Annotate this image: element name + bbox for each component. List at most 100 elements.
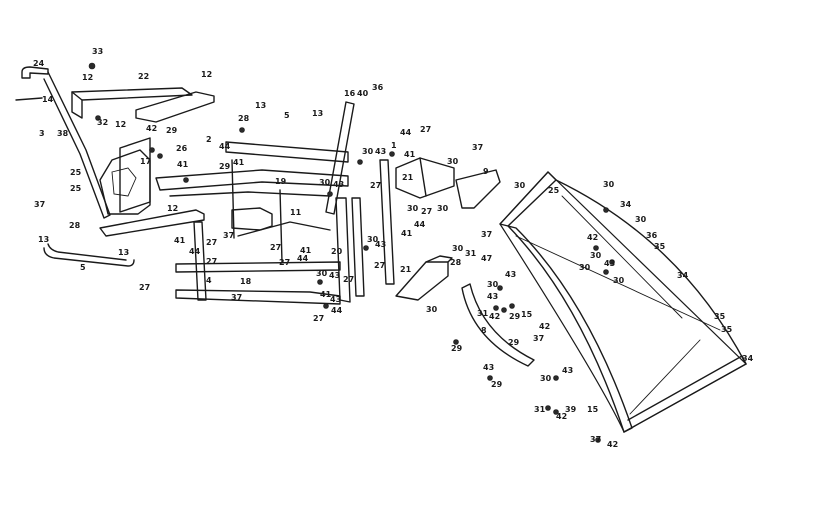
part-number-label: 28 — [450, 258, 462, 267]
part-number-label: 27 — [279, 258, 290, 267]
part-number-label: 13 — [255, 101, 266, 110]
part-number-label: 21 — [402, 173, 414, 182]
part-number-label: 30 — [452, 244, 464, 253]
part-number-label: 27 — [206, 238, 217, 247]
part-number-label: 40 — [357, 89, 369, 98]
part-number-label: 42 — [587, 233, 598, 242]
part-number-label: 27 — [139, 283, 150, 292]
part-number-label: 30 — [316, 269, 328, 278]
part-number-label: 25 — [70, 168, 82, 177]
part-number-label: 30 — [635, 215, 647, 224]
part-number-label: 27 — [420, 125, 431, 134]
part-number-label: 29 — [166, 126, 178, 135]
part-number-label: 43 — [505, 270, 516, 279]
part-number-label: 27 — [421, 207, 432, 216]
part-number-label: 43 — [375, 240, 386, 249]
part-number-label: 12 — [115, 120, 126, 129]
part-number-label: 17 — [140, 157, 151, 166]
part-number-label: 30 — [426, 305, 438, 314]
part-number-label: 34 — [620, 200, 632, 209]
part-number-label: 30 — [540, 374, 552, 383]
hardware-group — [88, 62, 615, 443]
part-number-label: 27 — [206, 257, 217, 266]
part-number-label: 30 — [514, 181, 526, 190]
part-number-label: 38 — [57, 129, 69, 138]
part-number-label: 30 — [487, 280, 499, 289]
part-number-label: 16 — [344, 89, 356, 98]
part-number-label: 4 — [206, 276, 212, 285]
part-number-label: 32 — [97, 118, 108, 127]
lift-handle-part — [15, 66, 111, 219]
part-number-label: 43 — [329, 271, 340, 280]
hitch-bracket-part — [395, 157, 501, 209]
part-number-label: 34 — [677, 271, 689, 280]
part-number-label: 37 — [223, 231, 234, 240]
part-number-label: 41 — [404, 150, 416, 159]
angle-arc-part — [461, 283, 535, 367]
dozer-blade-part — [499, 171, 747, 433]
part-number-label: 43 — [487, 292, 498, 301]
part-number-label: 28 — [238, 114, 250, 123]
part-number-label: 43 — [333, 180, 344, 189]
part-number-label: 44 — [400, 128, 412, 137]
part-number-label: 13 — [38, 235, 49, 244]
part-number-label: 37 — [231, 293, 242, 302]
part-number-label: 2 — [206, 135, 212, 144]
part-number-label: 35 — [654, 242, 666, 251]
part-number-label: 5 — [80, 263, 86, 272]
part-number-label: 41 — [401, 229, 413, 238]
part-number-label: 43 — [562, 366, 573, 375]
part-number-label: 43 — [375, 147, 386, 156]
part-number-label: 29 — [509, 312, 521, 321]
part-number-label: 15 — [587, 405, 599, 414]
part-number-label: 41 — [300, 246, 312, 255]
part-number-label: 30 — [367, 235, 379, 244]
part-number-label: 29 — [451, 344, 463, 353]
part-number-label: 47 — [481, 254, 492, 263]
part-number-label: 37 — [34, 200, 45, 209]
part-number-label: 39 — [565, 405, 577, 414]
part-number-label: 33 — [92, 47, 103, 56]
lift-arm-right-part — [325, 101, 395, 303]
part-number-label: 18 — [240, 277, 252, 286]
part-number-label: 11 — [290, 208, 302, 217]
part-number-label: 12 — [201, 70, 212, 79]
part-number-label: 42 — [489, 312, 500, 321]
part-number-label: 37 — [590, 435, 601, 444]
part-number-label: 5 — [284, 111, 290, 120]
upper-bracket-part — [71, 87, 215, 123]
part-number-label: 37 — [533, 334, 544, 343]
part-number-label: 42 — [607, 440, 618, 449]
part-number-label: 29 — [491, 380, 503, 389]
part-number-label: 24 — [33, 59, 45, 68]
part-number-label: 41 — [233, 158, 245, 167]
part-number-label: 35 — [714, 312, 726, 321]
part-number-label: 20 — [331, 247, 343, 256]
part-number-label: 25 — [548, 186, 560, 195]
part-number-label: 9 — [483, 167, 489, 176]
part-number-label: 12 — [82, 73, 93, 82]
part-number-label: 30 — [590, 251, 602, 260]
part-number-label: 30 — [579, 263, 591, 272]
part-number-label: 44 — [414, 220, 426, 229]
part-number-label: 21 — [400, 265, 412, 274]
part-number-label: 30 — [319, 178, 331, 187]
part-number-label: 27 — [313, 314, 324, 323]
part-number-label: 28 — [69, 221, 81, 230]
part-number-label: 12 — [167, 204, 178, 213]
part-number-label: 27 — [270, 243, 281, 252]
part-number-label: 41 — [174, 236, 186, 245]
part-number-label: 43 — [604, 259, 615, 268]
part-number-label: 29 — [508, 338, 520, 347]
part-number-label: 26 — [176, 144, 188, 153]
part-number-label: 30 — [362, 147, 374, 156]
lower-hitch-part — [395, 255, 453, 301]
part-number-label: 42 — [556, 412, 567, 421]
part-number-label: 35 — [721, 325, 733, 334]
part-number-label: 34 — [742, 354, 754, 363]
part-number-label: 31 — [477, 309, 489, 318]
part-number-label: 14 — [42, 95, 54, 104]
link-bar-part — [99, 137, 205, 237]
